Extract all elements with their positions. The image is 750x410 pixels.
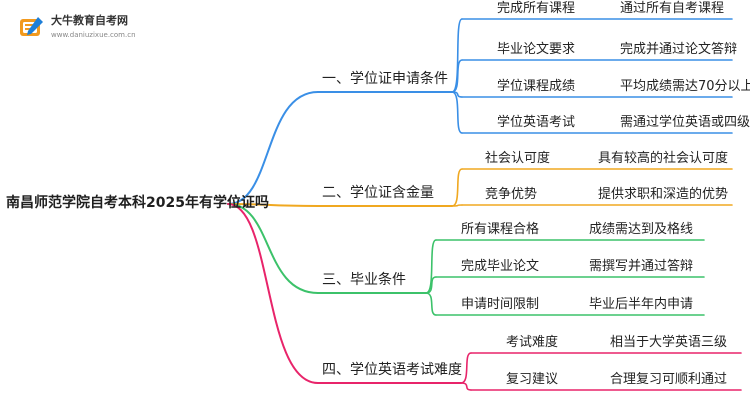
category-label: 四、学位英语考试难度 [322, 362, 462, 378]
root-node: 南昌师范学院自考本科2025年有学位证吗 [6, 195, 269, 211]
leaf-key: 毕业论文要求 [497, 42, 576, 57]
leaf-value: 毕业后半年内申请 [589, 297, 694, 312]
leaf-key: 学位英语考试 [497, 115, 576, 130]
branch-connector [227, 203, 319, 207]
leaf-value: 平均成绩需达70分以上 [620, 79, 750, 94]
leaf-value: 具有较高的社会认可度 [598, 151, 729, 166]
leaf-connector [425, 292, 437, 316]
leaf-value: 需撰写并通过答辩 [589, 259, 694, 274]
leaf-value: 通过所有自考课程 [620, 1, 725, 16]
branch-connector [227, 203, 319, 294]
category-label: 三、毕业条件 [322, 272, 406, 288]
leaf-key: 考试难度 [506, 335, 559, 350]
book-logo-icon [18, 15, 44, 41]
leaf-key: 完成所有课程 [497, 1, 576, 16]
leaf-connector [425, 239, 437, 294]
branch-connector [227, 91, 319, 205]
leaf-connector [460, 352, 472, 384]
branch-connector [227, 203, 319, 384]
leaf-key: 竞争优势 [485, 187, 538, 202]
leaf-value: 需通过学位英语或四级 [620, 115, 750, 130]
leaf-key: 复习建议 [506, 372, 559, 387]
site-url: www.daniuzixue.com.cn [51, 31, 136, 39]
leaf-connector [451, 59, 463, 93]
leaf-connector [460, 382, 472, 391]
category-label: 二、学位证含金量 [322, 185, 434, 201]
leaf-key: 社会认可度 [485, 151, 551, 166]
leaf-value: 成绩需达到及格线 [589, 222, 694, 237]
leaf-value: 提供求职和深造的优势 [598, 187, 729, 202]
leaf-key: 所有课程合格 [461, 222, 540, 237]
site-title: 大牛教育自考网 [51, 14, 128, 27]
leaf-connector [451, 168, 463, 207]
leaf-connector [451, 204, 463, 207]
leaf-value: 合理复习可顺利通过 [610, 372, 728, 387]
category-label: 一、学位证申请条件 [322, 71, 448, 87]
leaf-key: 学位课程成绩 [497, 79, 576, 94]
leaf-key: 完成毕业论文 [461, 259, 540, 274]
leaf-value: 完成并通过论文答辩 [620, 42, 738, 57]
leaf-key: 申请时间限制 [461, 297, 540, 312]
leaf-connector [451, 91, 463, 134]
leaf-value: 相当于大学英语三级 [610, 335, 728, 350]
